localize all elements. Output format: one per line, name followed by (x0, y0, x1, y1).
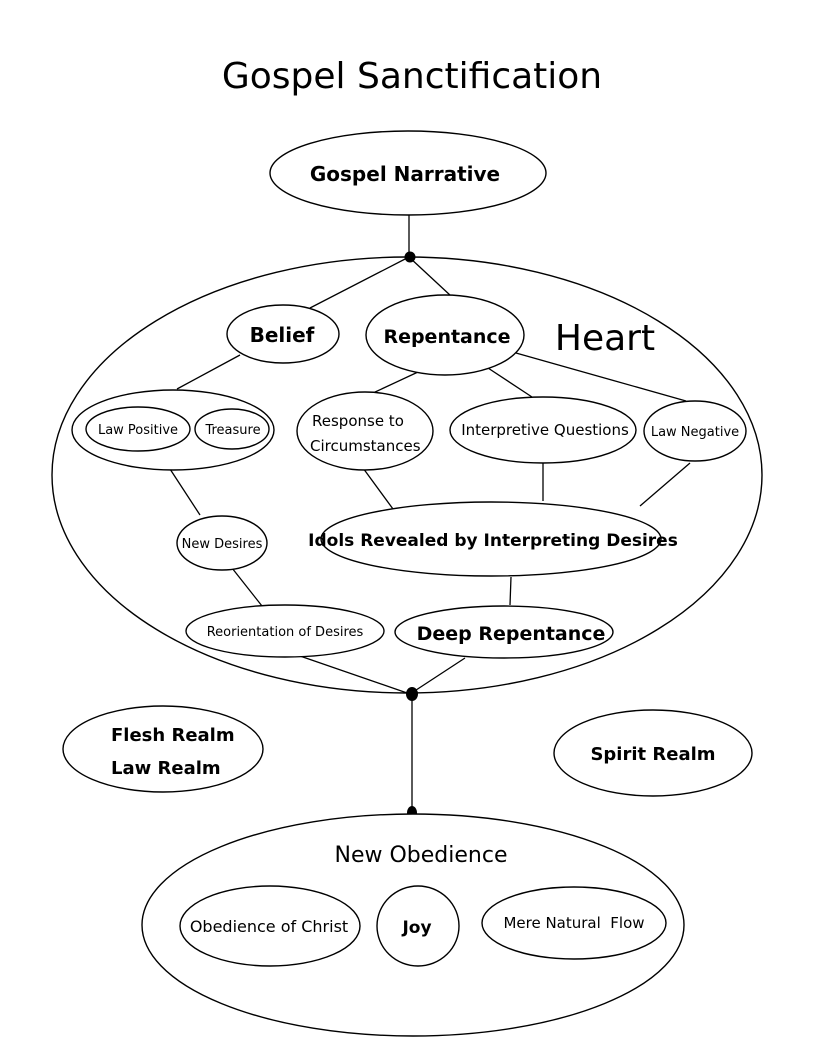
node-new-desires[interactable]: New Desires (176, 515, 268, 571)
edge-deep-repentance-to-heart-exit (409, 657, 466, 695)
law-realm-label: Law Realm (111, 758, 221, 779)
law-negative-label: Law Negative (651, 425, 739, 440)
edge-repentance-to-law-negative (515, 352, 687, 402)
interpretive-questions-label: Interpretive Questions (461, 421, 629, 439)
edge-idols-to-deep-repentance (509, 576, 512, 606)
node-interpretive-questions[interactable]: Interpretive Questions (449, 396, 637, 464)
node-belief[interactable]: Belief (226, 304, 340, 364)
obedience-of-christ-label: Obedience of Christ (190, 917, 348, 936)
edge-repentance-to-interpretive (487, 367, 533, 398)
edge-repentance-to-response (372, 371, 419, 394)
node-deep-repentance[interactable]: Deep Repentance (394, 605, 614, 659)
node-law-negative[interactable]: Law Negative (643, 400, 747, 462)
treasure-label: Treasure (204, 423, 260, 438)
idols-revealed-label: Idols Revealed by Interpreting Desires (308, 531, 678, 551)
belief-label: Belief (250, 323, 315, 347)
junction-dot-heart-exit (406, 687, 418, 701)
node-law-positive-group[interactable]: Law Positive Treasure (71, 389, 275, 471)
response-label-line2: Circumstances (310, 437, 421, 455)
edge-belief-to-law-positive-group (176, 354, 241, 390)
edge-group-to-new-desires (169, 468, 201, 516)
node-mere-natural-flow[interactable]: Mere Natural Flow (481, 886, 667, 960)
node-flesh-law-realm[interactable]: Flesh Realm Law Realm (62, 705, 264, 793)
node-reorientation-of-desires[interactable]: Reorientation of Desires (185, 604, 385, 658)
repentance-label: Repentance (383, 326, 510, 348)
node-joy[interactable]: Joy (376, 885, 460, 967)
diagram-title: Gospel Sanctification (222, 56, 602, 97)
edge-law-negative-to-idols (639, 462, 691, 507)
new-obedience-label: New Obedience (335, 843, 508, 868)
node-repentance[interactable]: Repentance (365, 294, 525, 376)
node-idols-revealed[interactable]: Idols Revealed by Interpreting Desires (308, 501, 678, 577)
edge-reorientation-to-heart-exit (299, 655, 411, 695)
law-positive-label: Law Positive (98, 423, 178, 438)
spirit-realm-label: Spirit Realm (590, 744, 715, 765)
node-obedience-of-christ[interactable]: Obedience of Christ (179, 885, 361, 967)
junction-dot-top (404, 251, 416, 263)
node-spirit-realm[interactable]: Spirit Realm (553, 709, 753, 797)
mere-natural-flow-label: Mere Natural Flow (503, 914, 644, 932)
node-treasure[interactable]: Treasure (194, 408, 270, 450)
joy-label: Joy (401, 918, 431, 938)
deep-repentance-label: Deep Repentance (417, 623, 606, 645)
edge-new-desires-to-reorientation (231, 567, 263, 607)
new-desires-label: New Desires (182, 537, 263, 552)
gospel-narrative-label: Gospel Narrative (310, 162, 500, 186)
edge-heart-to-belief (309, 256, 410, 309)
node-law-positive[interactable]: Law Positive (85, 406, 191, 452)
response-label-line1: Response to (312, 412, 404, 430)
node-gospel-narrative[interactable]: Gospel Narrative (269, 130, 547, 216)
node-response-to-circumstances[interactable]: Response to Circumstances (296, 391, 434, 471)
reorientation-label: Reorientation of Desires (207, 625, 364, 640)
edge-heart-to-repentance (408, 256, 452, 297)
edge-response-to-idols (362, 467, 394, 510)
heart-label: Heart (555, 318, 655, 359)
flesh-realm-label: Flesh Realm (111, 725, 235, 746)
